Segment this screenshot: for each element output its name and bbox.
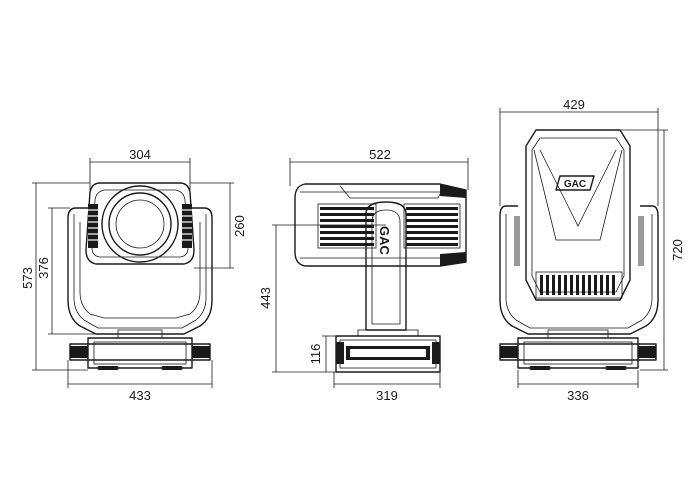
side-dimensions: 522 443 116 319 xyxy=(258,147,469,403)
front-height-total-label: 573 xyxy=(20,267,35,289)
back-width-top-label: 429 xyxy=(563,97,585,112)
back-dimensions: 429 720 336 xyxy=(499,97,685,403)
front-height-arm-label: 376 xyxy=(36,257,51,279)
back-height-total-label: 720 xyxy=(670,239,685,261)
side-left-vent xyxy=(317,203,377,249)
front-lens-outer xyxy=(101,185,179,263)
side-view: GAC xyxy=(294,183,467,373)
front-head xyxy=(85,182,195,265)
back-head xyxy=(525,129,631,301)
side-logo: GAC xyxy=(377,226,392,256)
front-dimensions: 304 433 573 376 260 xyxy=(20,147,247,403)
front-base xyxy=(69,343,211,361)
back-base xyxy=(499,343,657,361)
front-lens-ring xyxy=(108,192,172,256)
side-arm xyxy=(365,201,407,331)
front-width-top-label: 304 xyxy=(129,147,151,162)
back-logo: GAC xyxy=(564,179,586,190)
front-head-height-label: 260 xyxy=(232,215,247,237)
front-right-vent xyxy=(182,204,192,248)
side-right-vent xyxy=(403,203,461,249)
front-width-bottom-label: 433 xyxy=(129,388,151,403)
back-view: GAC xyxy=(499,129,659,370)
back-base-width-label: 336 xyxy=(567,388,589,403)
back-logo-plate xyxy=(555,175,595,191)
side-base-width-label: 319 xyxy=(376,388,398,403)
side-height-pivot-label: 443 xyxy=(258,287,273,309)
side-head xyxy=(294,183,467,267)
side-width-top-label: 522 xyxy=(369,147,391,162)
front-left-vent xyxy=(88,204,98,248)
back-grille xyxy=(535,271,623,299)
front-view xyxy=(67,182,213,370)
back-yoke xyxy=(499,205,659,335)
front-yoke xyxy=(67,207,213,335)
front-lens-inner xyxy=(115,199,165,249)
side-base-height-label: 116 xyxy=(308,344,323,365)
